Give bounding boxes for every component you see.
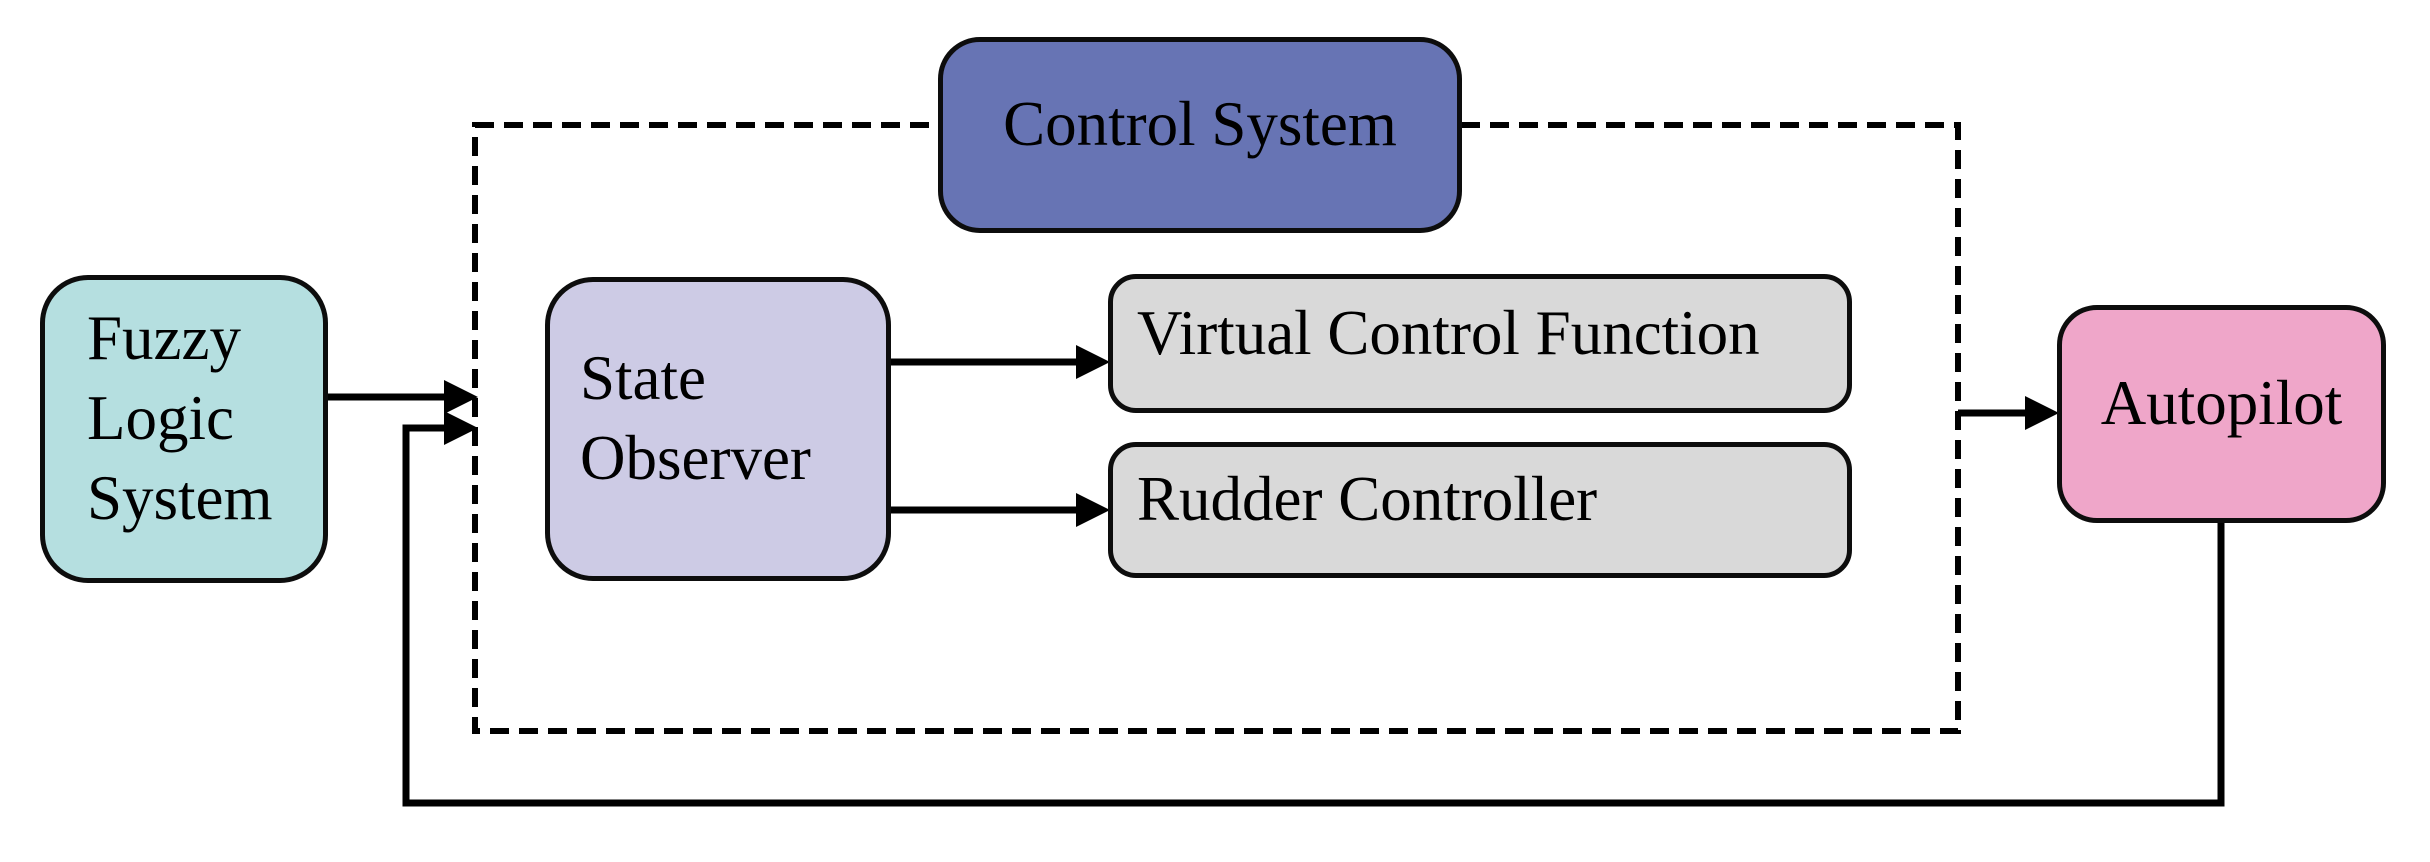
node-fuzzy-logic-system-label: Fuzzy Logic System bbox=[87, 303, 273, 533]
node-fuzzy-logic-system: Fuzzy Logic System bbox=[40, 275, 328, 583]
edge-observer-to-vcf-arrowhead bbox=[1076, 345, 1110, 379]
edge-boundary-to-autopilot-arrowhead bbox=[2025, 396, 2059, 430]
node-control-system: Control System bbox=[938, 37, 1462, 233]
node-control-system-label: Control System bbox=[1003, 89, 1397, 159]
node-autopilot-label: Autopilot bbox=[2100, 368, 2343, 438]
node-virtual-control-function-label: Virtual Control Function bbox=[1137, 297, 1760, 368]
edge-fuzzy-to-observer-arrowhead bbox=[444, 380, 478, 414]
edge-autopilot-feedback bbox=[402, 424, 2225, 807]
node-virtual-control-function: Virtual Control Function bbox=[1108, 274, 1852, 413]
node-state-observer-label: State Observer bbox=[580, 343, 811, 493]
node-autopilot: Autopilot bbox=[2057, 305, 2386, 523]
node-rudder-controller-label: Rudder Controller bbox=[1137, 464, 1598, 534]
node-state-observer: State Observer bbox=[545, 277, 891, 581]
edge-autopilot-feedback-arrowhead bbox=[444, 411, 478, 445]
edge-observer-to-rudder-arrowhead bbox=[1076, 493, 1110, 527]
node-rudder-controller: Rudder Controller bbox=[1108, 442, 1852, 578]
